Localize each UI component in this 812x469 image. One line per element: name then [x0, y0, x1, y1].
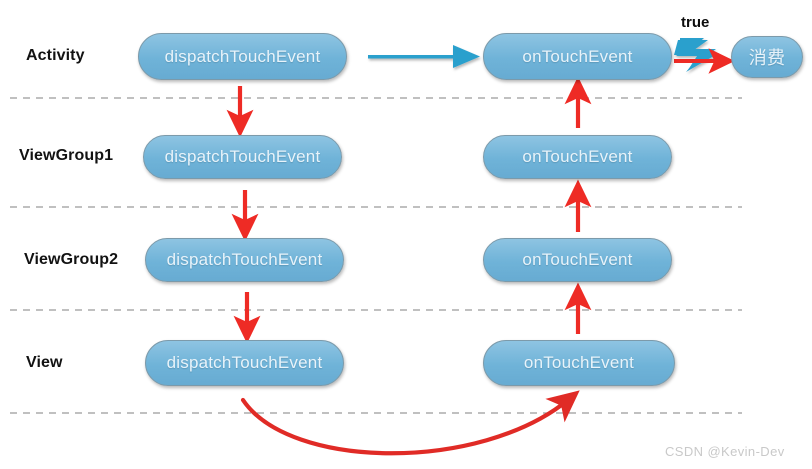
- node-activity-ontouchevent[interactable]: onTouchEvent: [483, 33, 672, 80]
- true-branch-blue-arrow: [674, 38, 719, 72]
- node-viewgroup2-ontouchevent[interactable]: onTouchEvent: [483, 238, 672, 282]
- node-consume[interactable]: 消费: [731, 36, 803, 78]
- view-dispatch-to-ontouch-curve: [240, 390, 580, 456]
- dispatch-down-arrows: [226, 86, 261, 344]
- node-viewgroup1-ontouchevent[interactable]: onTouchEvent: [483, 135, 672, 179]
- watermark-credit: CSDN @Kevin-Dev: [665, 444, 785, 459]
- row-label-activity: Activity: [26, 47, 85, 64]
- activity-dispatch-to-ontouch-arrow: [368, 45, 480, 68]
- node-view-ontouchevent[interactable]: onTouchEvent: [483, 340, 675, 386]
- node-activity-dispatchtouchevent[interactable]: dispatchTouchEvent: [138, 33, 347, 80]
- row-label-view: View: [26, 354, 63, 371]
- row-label-viewgroup1: ViewGroup1: [19, 147, 114, 164]
- divider-lines: [10, 97, 742, 414]
- node-viewgroup2-dispatchtouchevent[interactable]: dispatchTouchEvent: [145, 238, 344, 282]
- row-label-viewgroup2: ViewGroup2: [24, 251, 119, 268]
- node-view-dispatchtouchevent[interactable]: dispatchTouchEvent: [145, 340, 344, 386]
- true-condition-label: true: [681, 14, 710, 31]
- node-viewgroup1-dispatchtouchevent[interactable]: dispatchTouchEvent: [143, 135, 342, 179]
